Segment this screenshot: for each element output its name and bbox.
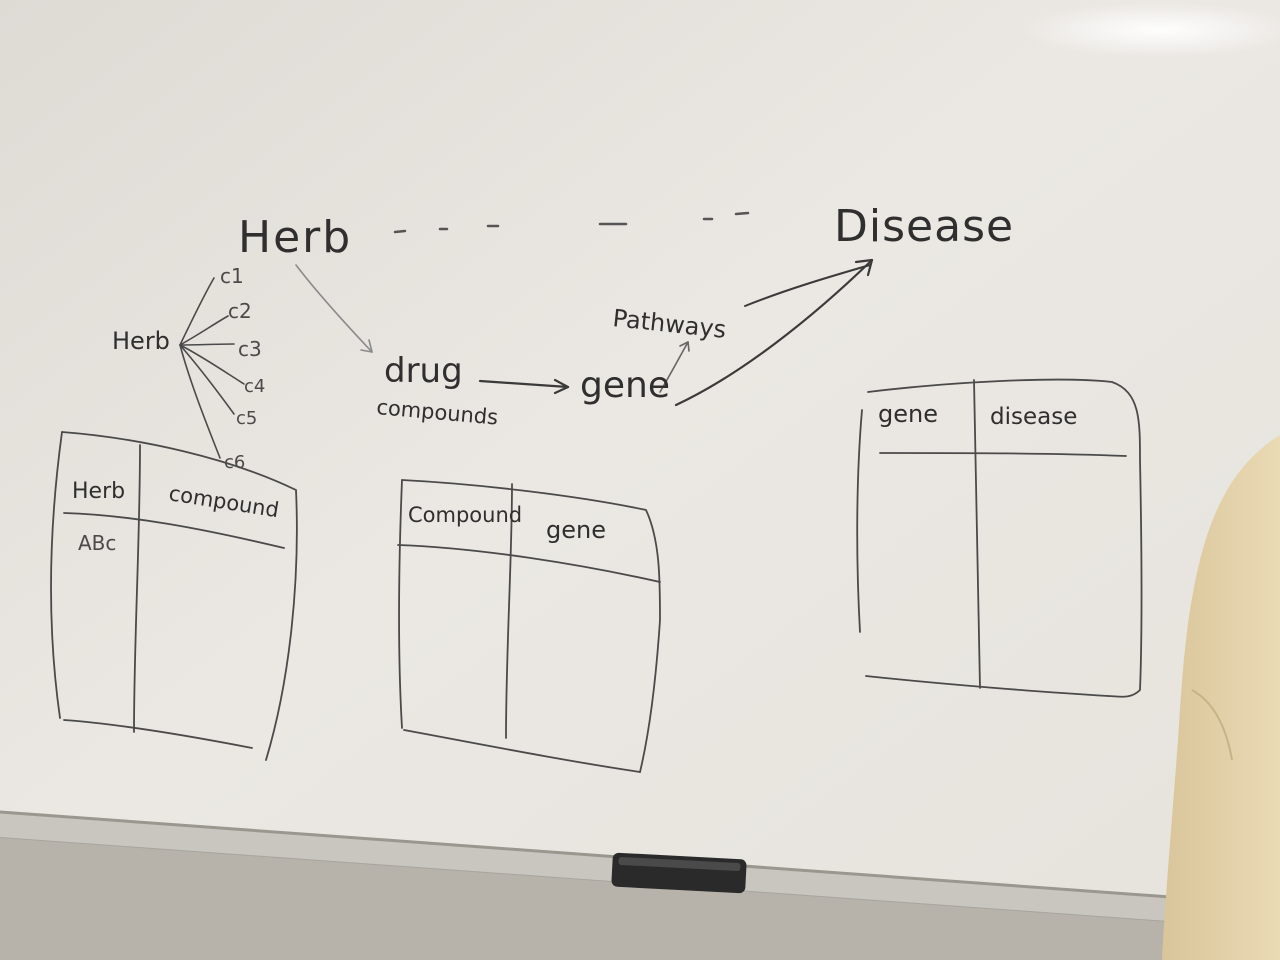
arrow-herb-drug (295, 264, 373, 353)
gene-label: gene (580, 365, 670, 406)
light-glare (1020, 2, 1280, 58)
drug-label: drug (384, 351, 463, 391)
table1-cell-abc: ABc (78, 531, 116, 555)
compound-c4: c4 (244, 376, 265, 397)
arrow-pathways-disease (744, 264, 871, 307)
flow-diagram (295, 211, 874, 407)
person-shirt (1162, 435, 1280, 960)
table3-header-disease: disease (990, 404, 1077, 430)
arrow-gene-pathways (659, 341, 689, 393)
arrow-drug-gene (478, 379, 570, 389)
arrow-gene-disease (674, 258, 874, 407)
table2-header-compound: Compound (408, 503, 522, 527)
disease-label: Disease (834, 201, 1014, 252)
compound-c2: c2 (228, 299, 252, 323)
herb-branch-lines (179, 277, 245, 459)
dashed-link (393, 211, 750, 234)
eraser (611, 852, 747, 894)
herb-branch-label: Herb (112, 327, 170, 355)
table3-header-gene: gene (878, 400, 938, 428)
compound-c3: c3 (238, 337, 262, 361)
table2-header-gene: gene (546, 516, 606, 544)
compound-c1: c1 (220, 264, 244, 288)
compound-c5: c5 (236, 408, 257, 429)
herb-label: Herb (238, 212, 352, 263)
compound-gene-table (397, 479, 661, 773)
gene-disease-table (856, 378, 1143, 698)
herb-compound-table (50, 431, 298, 761)
table1-header-herb: Herb (72, 479, 125, 504)
